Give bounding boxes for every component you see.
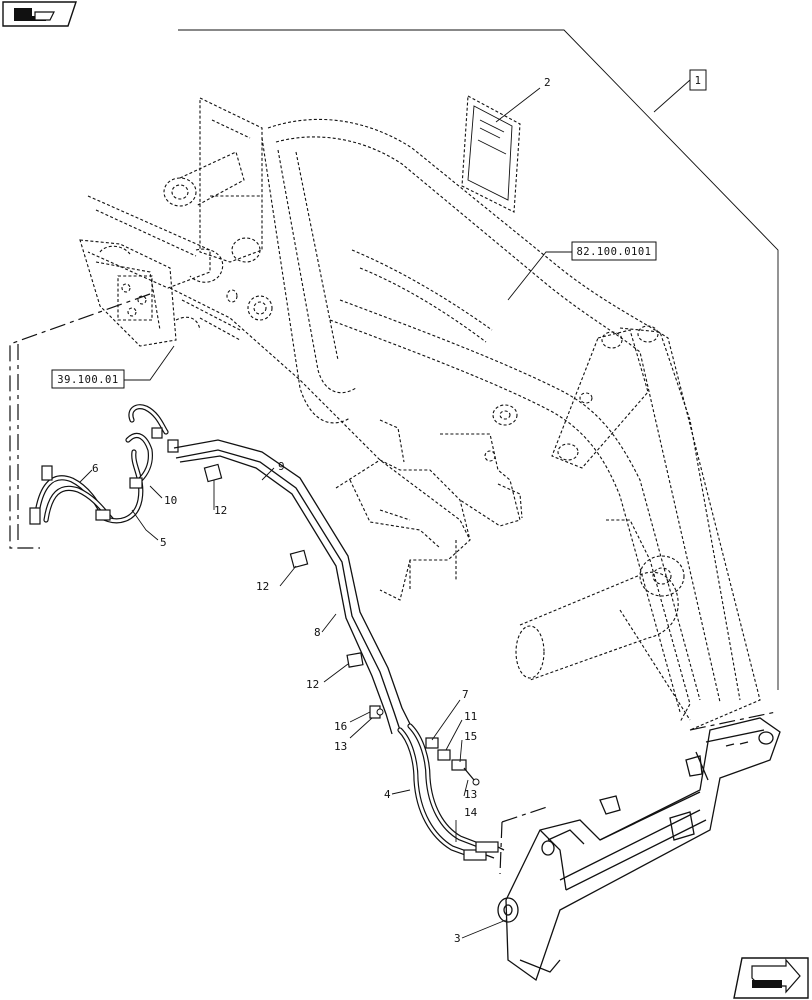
assembly-bracket xyxy=(178,29,779,690)
assembly-reference-box: 1 xyxy=(689,69,707,91)
connection-lines xyxy=(9,293,777,875)
callout-14: 14 xyxy=(464,806,478,819)
boom-reference-box[interactable]: 82.100.0101 xyxy=(571,241,657,261)
tube-clamp-12-lower xyxy=(346,652,364,668)
callout-15: 15 xyxy=(464,730,477,743)
callout-12-middle: 12 xyxy=(256,580,269,593)
callout-10: 10 xyxy=(164,494,177,507)
callout-5: 5 xyxy=(160,536,167,549)
assembly-reference-label: 1 xyxy=(695,75,702,87)
loader-boom xyxy=(261,118,761,731)
callout-13-left: 13 xyxy=(334,740,347,753)
instruction-decal xyxy=(461,95,521,213)
valve-reference-box[interactable]: 39.100.01 xyxy=(51,369,125,389)
valve-reference-label[interactable]: 39.100.01 xyxy=(57,374,118,386)
callout-numbers: 2 3 4 5 6 7 8 9 10 11 12 12 12 13 13 14 … xyxy=(92,76,551,945)
fittings-7-11-15 xyxy=(425,737,480,786)
callout-9: 9 xyxy=(278,460,285,473)
attachment-coupler xyxy=(497,717,781,982)
callout-4: 4 xyxy=(384,788,391,801)
catalog-book-icon[interactable] xyxy=(2,1,77,27)
hose-assembly-5 xyxy=(95,449,144,524)
hose-assembly-4 xyxy=(397,723,489,859)
control-valve xyxy=(79,239,201,347)
tube-clamp-12-upper xyxy=(203,463,223,483)
quick-couplers-14 xyxy=(463,841,505,861)
boom-reference-label[interactable]: 82.100.0101 xyxy=(576,246,651,258)
tube-clamp-12-middle xyxy=(289,549,309,569)
callout-12-lower: 12 xyxy=(306,678,319,691)
steel-tube-9 xyxy=(173,439,411,731)
callout-8: 8 xyxy=(314,626,321,639)
callout-3: 3 xyxy=(454,932,461,945)
leader-lines xyxy=(79,87,572,939)
next-page-arrow-icon[interactable] xyxy=(733,957,809,999)
hose-assembly-10 xyxy=(125,404,179,489)
callout-7: 7 xyxy=(462,688,469,701)
steel-tube-8 xyxy=(179,455,393,735)
callout-6: 6 xyxy=(92,462,99,475)
callout-12-upper: 12 xyxy=(214,504,227,517)
callout-2: 2 xyxy=(544,76,551,89)
mounting-frame xyxy=(87,97,523,601)
clamp-13-16 xyxy=(369,705,384,719)
callout-16: 16 xyxy=(334,720,347,733)
callout-13-right: 13 xyxy=(464,788,477,801)
callout-11: 11 xyxy=(464,710,477,723)
